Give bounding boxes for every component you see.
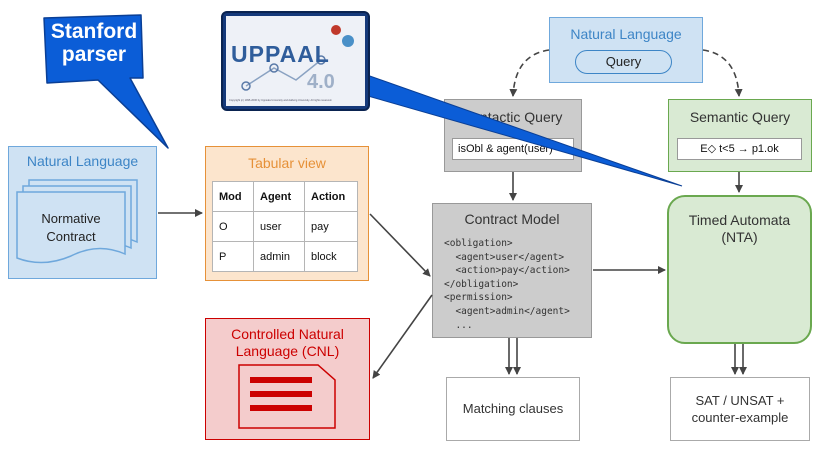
table-header-row: Mod Agent Action xyxy=(212,181,358,212)
cnl-document-icon xyxy=(238,364,336,429)
table-cell: pay xyxy=(304,211,358,242)
table-row: P admin block xyxy=(212,241,358,272)
cnl-title: Controlled Natural Language (CNL) xyxy=(231,326,344,359)
matching-clauses-box xyxy=(446,377,580,441)
stanford-parser-callout xyxy=(43,14,169,149)
tabular-view-table: Mod Agent Action O user pay P admin bloc… xyxy=(212,181,358,272)
contract-model-title: Contract Model xyxy=(464,211,560,227)
bird-logo-icon xyxy=(342,35,354,47)
natural-language-query-title: Natural Language xyxy=(570,26,682,42)
uppaal-fine-print: Copyright (c) 1995-2006 by Uppsala Unive… xyxy=(229,99,333,102)
query-pill: Query xyxy=(575,50,672,74)
code-line: <action>pay</action> xyxy=(444,265,570,277)
code-line: <agent>admin</agent> xyxy=(444,305,570,317)
table-cell: P xyxy=(212,241,254,272)
tabular-view-title: Tabular view xyxy=(248,155,326,171)
callout-text: Stanford parser xyxy=(50,20,138,66)
document-stack-icon xyxy=(16,179,138,264)
normative-contract-text: Normative Contract xyxy=(41,211,101,244)
code-line: <obligation> xyxy=(444,238,513,249)
semantic-query-code: E◇ t<5 → p1.ok xyxy=(677,138,802,160)
table-row: O user pay xyxy=(212,211,358,242)
code-line: <permission> xyxy=(444,292,513,304)
natural-language-input-title: Natural Language xyxy=(26,153,139,169)
timed-automata-box xyxy=(667,195,812,344)
table-header-cell: Agent xyxy=(253,181,305,212)
table-cell: admin xyxy=(253,241,305,272)
sat-result-box xyxy=(670,377,810,441)
code-line: ... xyxy=(444,319,473,331)
code-line: </obligation> xyxy=(444,278,519,290)
contract-model-box xyxy=(432,203,592,338)
table-cell: user xyxy=(253,211,305,242)
uppaal-wordmark: UPPAAL xyxy=(231,41,330,67)
uppaal-logo-art xyxy=(226,16,365,106)
table-cell: block xyxy=(304,241,358,272)
contract-model-code: <obligation> <agent>user</agent> <action… xyxy=(444,237,590,332)
uppaal-logo: UPPAAL 4.0 Copyright (c) 1995-2006 by Up… xyxy=(221,11,370,111)
sat-result-text: SAT / UNSAT + counter-example xyxy=(691,393,789,425)
uppaal-version: 4.0 xyxy=(307,71,335,93)
matching-clauses-text: Matching clauses xyxy=(462,401,564,416)
university-seal-icon xyxy=(331,25,341,35)
table-header-cell: Mod xyxy=(212,181,254,212)
semantic-query-title: Semantic Query xyxy=(689,109,791,125)
table-cell: O xyxy=(212,211,254,242)
code-line: <agent>user</agent> xyxy=(444,251,565,263)
timed-automata-title: Timed Automata (NTA) xyxy=(688,212,791,245)
table-header-cell: Action xyxy=(304,181,358,212)
